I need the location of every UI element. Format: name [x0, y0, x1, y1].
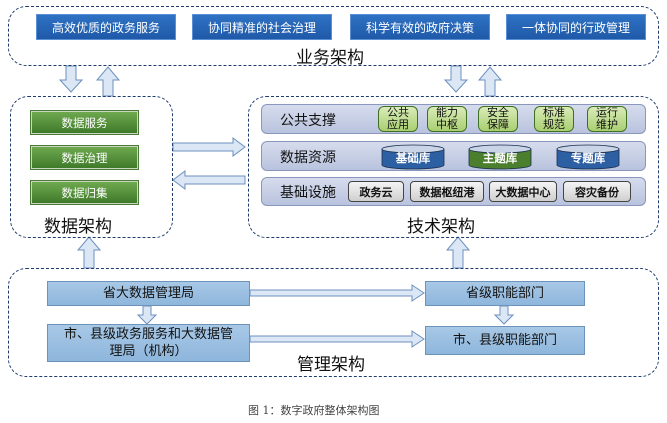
arrow-right-data-to-tech	[172, 137, 246, 157]
provincial-functional-departments: 省级职能部门	[425, 281, 585, 306]
infra-data-hub: 数据枢纽港	[410, 181, 484, 202]
business-box-governance: 协同精准的社会治理	[192, 14, 332, 40]
data-architecture-panel	[10, 96, 173, 238]
arrow-down-depts-to-city-depts	[493, 305, 515, 325]
tech-architecture-panel	[248, 96, 659, 238]
arrow-left-tech-to-data	[172, 170, 246, 190]
support-public-apps: 公共 应用	[378, 106, 418, 132]
tech-architecture-title: 技术架构	[407, 217, 475, 237]
business-architecture-panel	[8, 6, 659, 66]
arrow-up-mgmt-to-data	[76, 236, 102, 269]
infra-big-data-center: 大数据中心	[489, 181, 557, 202]
arrow-up-data-to-business	[95, 66, 121, 97]
management-architecture-title: 管理架构	[297, 355, 365, 375]
arrow-down-business-to-data	[58, 65, 84, 93]
city-county-bigdata-bureau: 市、县级政务服务和大数据管理局（机构）	[47, 324, 250, 362]
support-operations: 运行 维护	[587, 106, 627, 132]
support-standards: 标准 规范	[534, 106, 574, 132]
arrow-down-business-to-tech	[443, 65, 469, 93]
public-support-label: 公共支撑	[280, 113, 336, 129]
database-label-0: 基础库	[395, 151, 431, 165]
support-capability-hub: 能力 中枢	[427, 106, 467, 132]
database-label-1: 主题库	[483, 151, 518, 165]
database-cylinder-1: 主题库	[468, 144, 532, 170]
infrastructure-label: 基础设施	[280, 185, 336, 201]
database-cylinder-2: 专题库	[556, 144, 620, 170]
provincial-bigdata-bureau: 省大数据管理局	[47, 281, 250, 306]
city-county-functional-departments: 市、县级职能部门	[425, 326, 585, 355]
infra-gov-cloud: 政务云	[348, 181, 404, 202]
data-resources-label: 数据资源	[280, 150, 336, 166]
arrow-up-mgmt-to-tech	[445, 236, 471, 269]
data-item-collection: 数据归集	[30, 180, 139, 205]
data-item-governance: 数据治理	[30, 145, 139, 170]
infra-disaster-recovery: 容灾备份	[563, 181, 631, 202]
arrow-right-bureau-to-depts	[249, 284, 425, 302]
business-architecture-title: 业务架构	[296, 48, 364, 68]
support-security: 安全 保障	[478, 106, 518, 132]
arrow-right-city-bureau-to-city-depts	[249, 330, 425, 348]
business-box-decision: 科学有效的政府决策	[350, 14, 490, 40]
arrow-down-bureau-to-city-bureau	[136, 305, 158, 325]
business-box-administration: 一体协同的行政管理	[506, 14, 646, 40]
business-box-service: 高效优质的政务服务	[36, 14, 176, 40]
management-architecture-panel	[8, 268, 659, 377]
database-label-2: 专题库	[571, 151, 606, 165]
figure-caption: 图 1：数字政府整体架构图	[248, 404, 380, 417]
data-item-service: 数据服务	[30, 110, 139, 135]
database-cylinder-0: 基础库	[381, 144, 445, 170]
arrow-up-tech-to-business	[477, 66, 503, 97]
data-architecture-title: 数据架构	[44, 217, 112, 237]
